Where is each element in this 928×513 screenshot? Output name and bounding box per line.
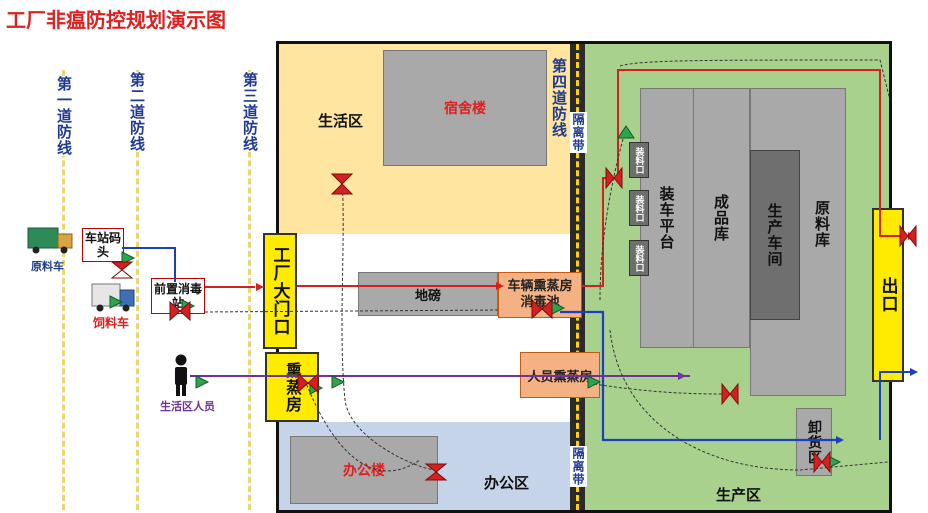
production-workshop: 生产车间	[750, 150, 800, 320]
person-icon	[175, 354, 187, 396]
third-line-divider	[248, 70, 251, 510]
raw-truck-label: 原料车	[31, 260, 64, 273]
raw-material-warehouse: 原料库	[813, 200, 831, 248]
factory-gate: 工厂大门口	[263, 233, 297, 349]
fourth-defense-line-label: 第四道防线	[550, 58, 568, 138]
hourglass-valve-icons	[110, 166, 917, 481]
living-zone-label: 生活区	[318, 112, 364, 130]
raw-truck-icon	[27, 227, 73, 254]
third-defense-line-label: 第三道防线	[240, 72, 259, 152]
living-staff-label: 生活区人员	[160, 400, 215, 413]
flag-icons	[109, 125, 842, 469]
office-zone-label: 办公区	[484, 474, 530, 492]
station-dock-checkpoint: 车站码头	[82, 228, 124, 262]
isolation-belt-label-bottom: 隔离带	[570, 446, 587, 487]
office-building: 办公楼	[290, 436, 438, 504]
feed-truck-label: 饲料车	[93, 316, 130, 330]
loading-platform: 装车平台	[640, 88, 694, 348]
first-line-divider	[62, 70, 65, 510]
loading-port-1: 装料口	[629, 142, 649, 178]
finished-goods-warehouse: 成品库	[693, 88, 750, 348]
loading-port-2: 装料口	[629, 190, 649, 226]
second-defense-line-label: 第二道防线	[127, 72, 146, 152]
weighbridge: 地磅	[358, 272, 498, 316]
page-title: 工厂非瘟防控规划演示图	[6, 8, 226, 32]
isolation-belt-label-top: 隔离带	[570, 112, 587, 153]
loading-port-3: 装料口	[629, 240, 649, 276]
dormitory-building: 宿舍楼	[383, 50, 547, 166]
first-defense-line-label: 第一道防线	[54, 76, 73, 156]
production-zone-label: 生产区	[716, 486, 762, 504]
second-line-divider	[136, 70, 139, 510]
